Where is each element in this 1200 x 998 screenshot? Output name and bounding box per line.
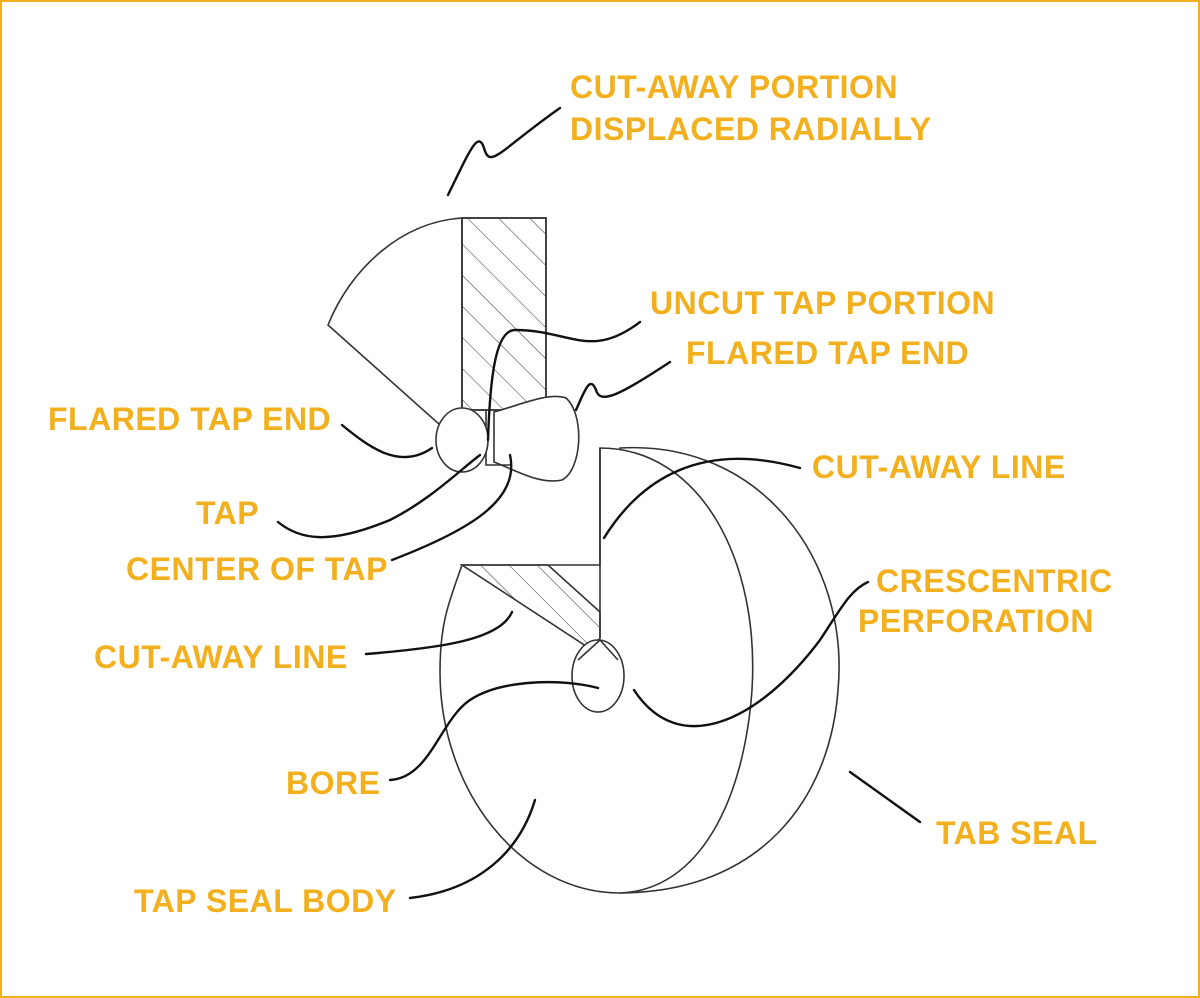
cutaway-portion bbox=[327, 217, 580, 482]
lower-hatched-wedge bbox=[459, 564, 601, 652]
leader-lines bbox=[276, 106, 922, 900]
leader-flared-tap-end-right bbox=[574, 360, 672, 412]
label-cutaway-line-upper: CUT-AWAY LINE bbox=[812, 449, 1066, 485]
leader-bore bbox=[388, 680, 600, 782]
label-tap-seal-body: TAP SEAL BODY bbox=[134, 883, 397, 919]
leader-uncut-tap-portion bbox=[486, 320, 642, 442]
cutaway-wedge bbox=[327, 217, 463, 426]
label-tab-seal: TAB SEAL bbox=[936, 815, 1098, 851]
label-flared-tap-end-left: FLARED TAP END bbox=[48, 401, 331, 437]
flared-tap-end-right bbox=[493, 395, 580, 482]
tab-seal bbox=[439, 446, 840, 894]
leader-tap bbox=[276, 453, 482, 539]
leader-tab-seal bbox=[848, 770, 922, 824]
label-cutaway-line-lower: CUT-AWAY LINE bbox=[94, 639, 348, 675]
leader-tap-seal-body bbox=[408, 798, 537, 900]
label-bore: BORE bbox=[286, 765, 380, 801]
label-tap: TAP bbox=[196, 495, 259, 531]
leader-center-of-tap bbox=[390, 453, 513, 562]
leader-crescentric-perforation bbox=[632, 580, 870, 728]
labels: CUT-AWAY PORTION DISPLACED RADIALLY UNCU… bbox=[48, 69, 1113, 919]
leader-flared-tap-end-left bbox=[340, 423, 434, 459]
label-center-of-tap: CENTER OF TAP bbox=[126, 551, 388, 587]
tap-circle bbox=[435, 407, 489, 473]
leader-cutaway-line-upper bbox=[602, 457, 802, 540]
label-crescentric-line2: PERFORATION bbox=[858, 603, 1094, 639]
label-uncut-tap-portion: UNCUT TAP PORTION bbox=[650, 285, 995, 321]
label-crescentric-line1: CRESCENTRIC bbox=[876, 563, 1113, 599]
leader-cutaway-line-lower bbox=[364, 610, 514, 656]
label-cutaway-portion-line1: CUT-AWAY PORTION bbox=[570, 69, 898, 105]
label-cutaway-portion-line2: DISPLACED RADIALLY bbox=[570, 111, 932, 147]
label-flared-tap-end-right: FLARED TAP END bbox=[686, 335, 969, 371]
leader-cutaway-portion bbox=[446, 106, 562, 197]
bore bbox=[571, 639, 625, 713]
